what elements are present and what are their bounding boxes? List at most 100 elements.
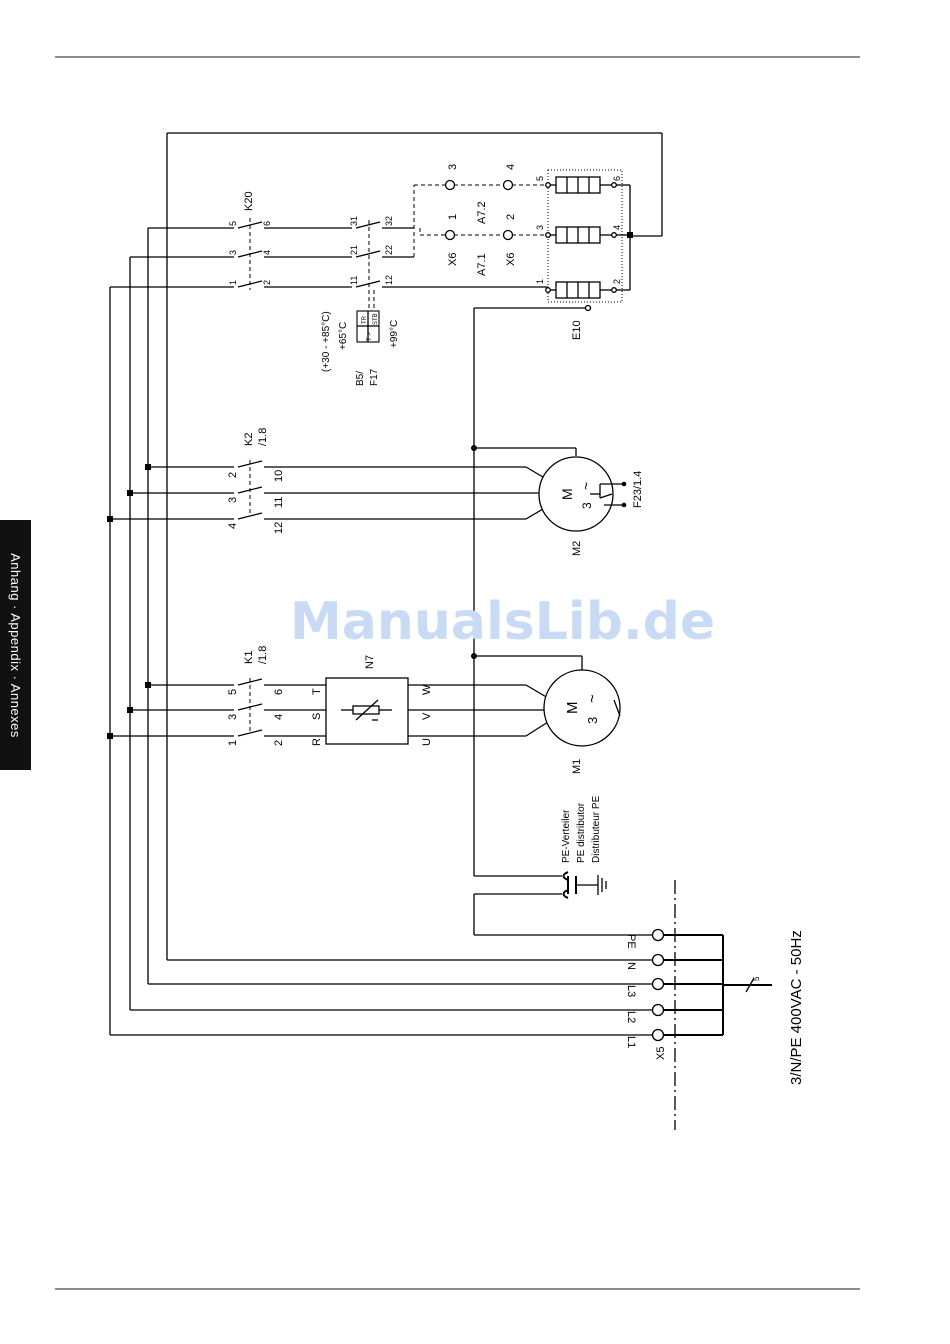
k2-line-pin-3: 3: [227, 497, 239, 503]
m2-letter: M: [559, 488, 575, 500]
pe-distributor-label-de: PE-Verteiler: [561, 809, 572, 863]
terminal-pe-label: PE: [625, 934, 637, 949]
n7-label: N7: [364, 655, 376, 669]
aux-line-pin-11: 11: [349, 276, 359, 285]
supply-labels: L1 L2 L3 N PE X5 5 3/N/PE 400VAC - 50Hz: [625, 930, 805, 1085]
k2-line-pin-2: 2: [227, 472, 239, 478]
x6-pin-2: 2: [505, 214, 517, 220]
n7-output-u: U: [421, 738, 433, 746]
k1-ref-label: /1.8: [257, 646, 269, 664]
k20-line-pin-5: 5: [228, 221, 238, 226]
e10-pin-6: 6: [612, 176, 622, 181]
n7-output-v: V: [421, 712, 433, 720]
motor-m2-symbol: [538, 456, 614, 532]
e10-pin-2: 2: [612, 279, 622, 284]
terminal-block-x5-label: X5: [655, 1047, 667, 1060]
k1-load-pin-6: 6: [273, 689, 285, 695]
k2-line-pin-4: 4: [227, 523, 239, 529]
m2-designation: M2: [571, 541, 583, 556]
x6-terminal-4: [502, 179, 514, 191]
terminal-pe: [651, 928, 665, 942]
terminal-n-label: N: [625, 962, 637, 970]
k20-load-pin-2: 2: [262, 280, 272, 285]
k1-line-pin-3: 3: [227, 714, 239, 720]
k20-load-pin-6: 6: [262, 221, 272, 226]
pe-distributor-label-fr: Distributeur PE: [591, 795, 602, 863]
x6-label-b: X6: [505, 253, 517, 266]
aux-load-pin-12: 12: [384, 275, 394, 285]
motor-m1-branch: K1 /1.8 1 3 5 2 4 6 N7 R S T U V W M 3 ~…: [107, 646, 621, 774]
heater-branch: K20 1 3 5 2 4 6 11 21 31 12 22 32 TR STB…: [228, 164, 633, 386]
pe-distributor: PE-Verteiler PE distributor Distributeur…: [471, 308, 607, 935]
k1-label: K1: [243, 651, 255, 664]
b5-label: B5/: [355, 371, 366, 386]
terminal-l2-label: L2: [625, 1011, 637, 1023]
terminal-l1: [651, 1028, 665, 1042]
header-rule: [55, 56, 860, 58]
x6-pin-1: 1: [447, 214, 459, 220]
x6-pin-4: 4: [505, 164, 517, 170]
m1-designation: M1: [571, 759, 583, 774]
terminal-n: [651, 953, 665, 967]
k1-line-pin-1: 1: [227, 740, 239, 746]
k2-load-pin-12: 12: [273, 522, 285, 534]
x6-terminal-1: [444, 229, 456, 241]
k1-line-pin-5: 5: [227, 689, 239, 695]
e10-pin-5: 5: [535, 176, 545, 181]
m1-tilde: ~: [584, 694, 601, 703]
x6-terminal-3: [444, 179, 456, 191]
terminal-l2: [651, 1003, 665, 1017]
terminal-l3: [651, 977, 665, 991]
aux-load-pin-32: 32: [384, 216, 394, 226]
n7-output-w: W: [421, 684, 433, 695]
k20-load-pin-4: 4: [262, 250, 272, 255]
k1-load-pin-4: 4: [273, 714, 285, 720]
aux-load-pin-22: 22: [384, 245, 394, 255]
terminal-l1-label: L1: [625, 1036, 637, 1048]
k1-load-pin-2: 2: [273, 740, 285, 746]
e10-label: E10: [571, 320, 583, 340]
f17-label: F17: [369, 368, 380, 386]
aux-line-pin-21: 21: [349, 245, 359, 255]
k20-label: K20: [243, 191, 255, 211]
thermostat-setpoint: +65°C: [338, 322, 349, 350]
x6-terminal-2: [502, 229, 514, 241]
m2-tilde: ~: [578, 482, 594, 490]
supply-bus: [109, 132, 772, 1130]
n7-input-s: S: [311, 713, 323, 720]
e10-pin-4: 4: [612, 225, 622, 230]
x6-pin-3: 3: [447, 164, 459, 170]
k2-ref-label: /1.8: [257, 428, 269, 446]
m1-letter: M: [564, 702, 581, 715]
f23-ref-label: F23/1.4: [632, 471, 644, 508]
supply-voltage-label: 3/N/PE 400VAC - 50Hz: [788, 930, 805, 1085]
supply-strand-count: 5: [752, 976, 761, 981]
section-side-tab: Anhang · Appendix · Annexes: [0, 520, 31, 770]
n7-input-r: R: [311, 738, 323, 746]
m1-phase-count: 3: [585, 717, 600, 724]
k2-label: K2: [243, 433, 255, 446]
limiter-stb-label: STB: [373, 313, 379, 325]
motor-m2-branch: K2 /1.8 2 3 4 10 11 12 M 3 ~ F23/1.4 M2: [107, 428, 644, 556]
t-symbol: T >: [367, 332, 373, 341]
a71-label: A7.1: [476, 253, 488, 276]
motor-m1-symbol: [543, 669, 621, 747]
k20-line-pin-1: 1: [228, 280, 238, 285]
footer-rule: [55, 1288, 860, 1290]
terminal-l3-label: L3: [625, 985, 637, 997]
x6-label-a: X6: [447, 253, 459, 266]
k20-line-pin-3: 3: [228, 250, 238, 255]
pe-distributor-label-en: PE distributor: [576, 802, 587, 863]
limiter-setpoint: +99°C: [389, 320, 400, 348]
thermostat-range: (+30 - +85°C): [321, 311, 332, 372]
m2-phase-count: 3: [580, 502, 594, 509]
n7-input-t: T: [311, 688, 323, 695]
thermostat-tr-label: TR: [362, 315, 368, 324]
a72-label: A7.2: [476, 201, 488, 224]
k2-load-pin-11: 11: [273, 497, 285, 508]
aux-line-pin-31: 31: [349, 216, 359, 226]
e10-pin-3: 3: [535, 225, 545, 230]
k2-load-pin-10: 10: [273, 470, 285, 482]
e10-pin-1: 1: [535, 279, 545, 284]
